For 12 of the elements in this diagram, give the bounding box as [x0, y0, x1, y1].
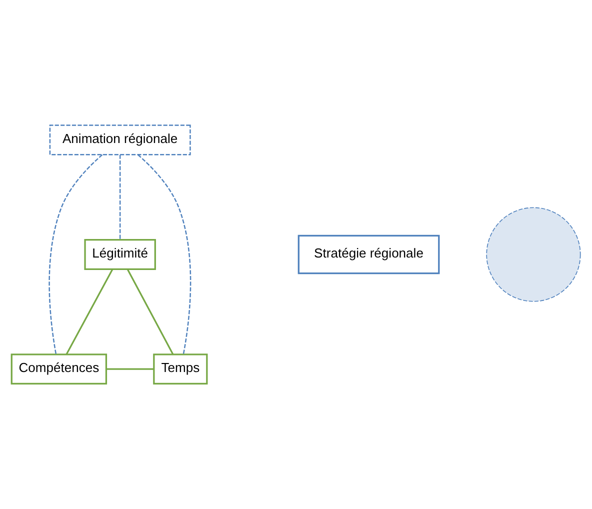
connector — [66, 269, 114, 355]
connector — [119, 154, 121, 240]
node-box: Temps — [153, 354, 208, 385]
node-box: Compétences — [10, 354, 108, 385]
connector — [126, 269, 174, 355]
connector — [106, 368, 154, 370]
node-box: Légitimité — [84, 239, 156, 270]
node-box: Animation régionale — [49, 124, 191, 156]
connector — [48, 154, 103, 354]
node-circle — [486, 207, 581, 302]
node-box: Stratégie régionale — [298, 234, 440, 274]
connector — [138, 154, 192, 354]
